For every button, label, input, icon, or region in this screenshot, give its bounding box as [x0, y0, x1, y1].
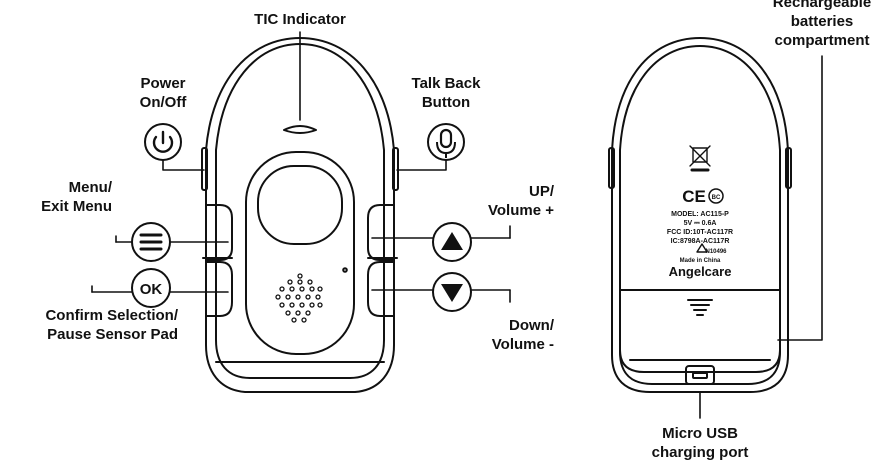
- usb-port: [685, 365, 715, 385]
- bc-mark: BC: [712, 195, 721, 201]
- down-arrow-icon: [432, 272, 472, 312]
- front-face: [215, 43, 385, 379]
- side-button-up: [367, 204, 395, 261]
- up-arrow-icon: [432, 222, 472, 262]
- power-switch: [201, 147, 208, 191]
- back-device: [608, 37, 792, 393]
- back-label: CE BC MODEL: AC115-P 5V ⎓ 0.6A FCC ID:10…: [667, 187, 733, 279]
- tic-indicator-label: TIC Indicator: [254, 11, 346, 28]
- pod-screen: [257, 165, 343, 245]
- up-label: UP/ Volume +: [488, 183, 554, 219]
- front-device: [201, 37, 399, 393]
- code-text: N10496: [705, 249, 727, 255]
- speaker-grille: [275, 273, 323, 323]
- model-text: MODEL: AC115-P: [671, 211, 729, 218]
- made-in-text: Made in China: [680, 258, 721, 264]
- power-rating-text: 5V ⎓ 0.6A: [684, 220, 717, 227]
- talk-back-label: Talk Back Button: [411, 75, 481, 111]
- side-button-ok: [205, 261, 233, 317]
- tic-indicator-light: [283, 125, 317, 134]
- menu-icon: [131, 222, 171, 262]
- down-label: Down/ Volume -: [491, 317, 554, 353]
- talk-back-icon: [427, 123, 465, 161]
- fcc-text: FCC ID:10T-AC117R: [667, 229, 733, 236]
- ce-mark: CE: [682, 187, 706, 206]
- ok-button-text: OK: [140, 281, 163, 298]
- power-label: Power On/Off: [139, 75, 187, 111]
- sensor-pod: [245, 151, 355, 355]
- side-button-down: [367, 261, 395, 317]
- menu-label: Menu/ Exit Menu: [41, 179, 112, 215]
- front-shell: [205, 37, 395, 393]
- brand-text: Angelcare: [669, 264, 732, 279]
- confirm-label: Confirm Selection/ Pause Sensor Pad: [45, 307, 178, 343]
- power-button-icon: [144, 123, 182, 161]
- batteries-label: Rechargeable batteries compartment: [772, 0, 872, 49]
- weee-icon: [689, 145, 711, 172]
- talk-switch: [392, 147, 399, 191]
- side-button-menu: [205, 204, 233, 261]
- battery-door: [619, 289, 781, 373]
- ic-text: IC:8798A-AC117R: [671, 238, 730, 245]
- ok-button-icon: [131, 268, 171, 308]
- usb-label: Micro USB charging port: [651, 425, 749, 461]
